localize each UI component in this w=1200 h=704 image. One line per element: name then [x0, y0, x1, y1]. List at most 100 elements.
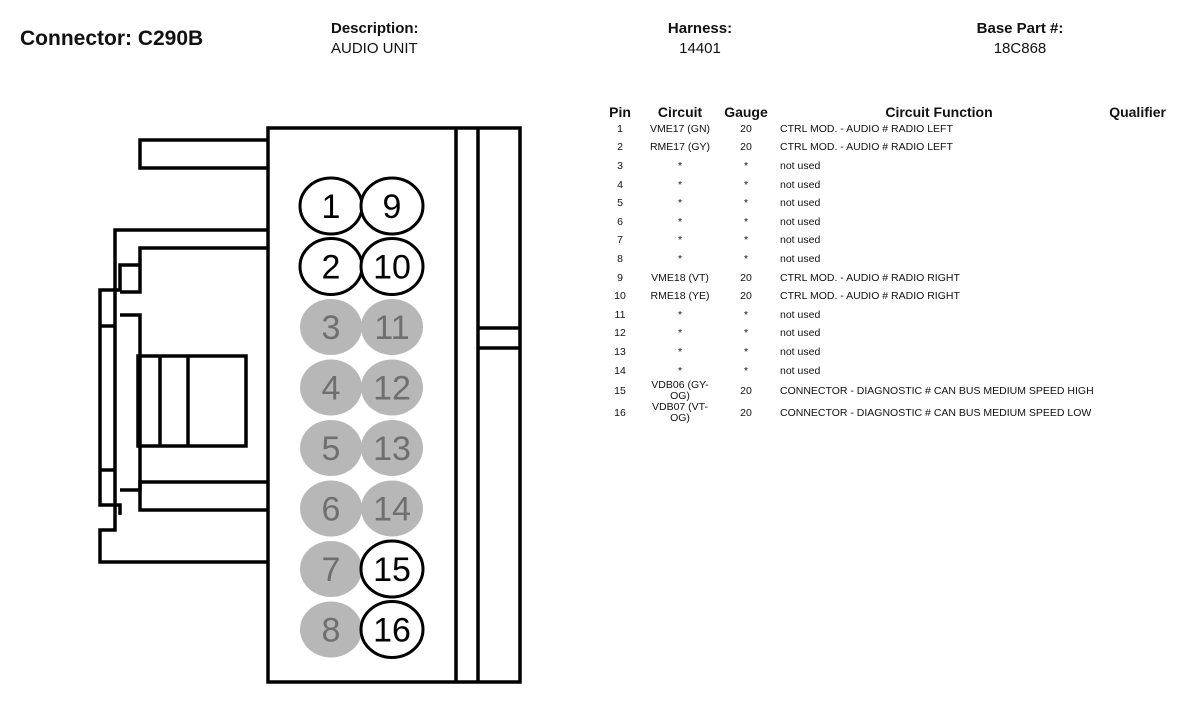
cell-gauge: * [743, 178, 749, 191]
pin-cavity-2: 2 [298, 237, 364, 296]
pin-number: 7 [322, 551, 341, 589]
cell-qualifier [1102, 194, 1170, 213]
cell-qualifier [1102, 287, 1170, 306]
harness-value: 14401 [679, 40, 721, 57]
pin-cavity-16: 16 [359, 600, 425, 659]
pin-number: 3 [322, 309, 341, 347]
pin-cavity-15: 15 [359, 539, 425, 599]
cell-circuit: * [677, 364, 683, 377]
cell-circuit: VME17 (GN) [649, 122, 711, 135]
cell-gauge: * [743, 159, 749, 172]
cell-qualifier [1102, 139, 1170, 158]
pin-circle [359, 539, 425, 599]
cell-pin: 5 [617, 197, 623, 210]
pin-cavity-6: 6 [300, 480, 362, 537]
pin-number: 1 [322, 188, 341, 226]
cell-pin: 8 [617, 252, 623, 265]
cell-pin: 13 [614, 345, 626, 358]
pin-circle [361, 480, 423, 537]
cell-function: not used [780, 252, 821, 265]
cell-function: not used [780, 327, 821, 340]
cell-pin: 11 [614, 308, 626, 321]
cell-qualifier [1102, 362, 1170, 381]
column-header-circuit: Circuit [657, 104, 703, 120]
cell-circuit: * [677, 345, 683, 358]
pin-cavity-14: 14 [361, 480, 423, 537]
pin-number: 10 [373, 249, 411, 287]
pin-circle [300, 601, 362, 658]
pin-number: 11 [374, 309, 409, 347]
cell-circuit: * [677, 197, 683, 210]
cell-function: CTRL MOD. - AUDIO # RADIO LEFT [780, 122, 953, 135]
cell-gauge: * [743, 252, 749, 265]
pin-assignment-table: Pin Circuit Gauge Circuit Function Quali… [600, 100, 1170, 424]
base-part-label: Base Part #: [976, 20, 1064, 37]
cell-pin: 2 [617, 141, 623, 154]
cell-circuit: * [677, 308, 683, 321]
cell-function: not used [780, 159, 821, 172]
cell-pin: 15 [614, 384, 626, 397]
cell-circuit: * [677, 327, 683, 340]
cell-qualifier [1102, 325, 1170, 344]
base-part-block: Base Part #: 18C868 [960, 20, 1080, 57]
pin-number: 12 [373, 370, 411, 408]
table-row: 12**not used [600, 325, 1170, 344]
table-header-row: Pin Circuit Gauge Circuit Function Quali… [600, 100, 1170, 120]
pin-number: 14 [373, 491, 411, 529]
pin-circle [300, 359, 362, 416]
table-row: 5**not used [600, 194, 1170, 213]
cell-circuit: RME17 (GY) [649, 141, 711, 154]
cell-pin: 14 [614, 364, 626, 377]
cell-function: CONNECTOR - DIAGNOSTIC # CAN BUS MEDIUM … [780, 406, 1092, 419]
pin-cavity-9: 9 [359, 176, 425, 236]
cell-qualifier [1102, 306, 1170, 325]
pin-circle [361, 359, 423, 416]
connector-title: Connector: C290B [20, 27, 204, 50]
cell-circuit: * [677, 234, 683, 247]
table-row: 11**not used [600, 306, 1170, 325]
cell-qualifier [1102, 343, 1170, 362]
column-header-function: Circuit Function [885, 104, 993, 120]
column-header-gauge: Gauge [724, 104, 768, 120]
cell-gauge: 20 [740, 271, 752, 284]
cell-gauge: 20 [740, 122, 752, 135]
pin-number: 4 [322, 370, 341, 408]
cell-function: CTRL MOD. - AUDIO # RADIO RIGHT [780, 290, 960, 303]
cell-function: not used [780, 197, 821, 210]
cell-circuit: * [677, 252, 683, 265]
cell-function: CONNECTOR - DIAGNOSTIC # CAN BUS MEDIUM … [780, 384, 1094, 397]
pin-cavity-5: 5 [300, 420, 362, 476]
description-block: Description: AUDIO UNIT [331, 20, 419, 57]
base-part-value: 18C868 [993, 40, 1047, 57]
pin-cavity-13: 13 [361, 420, 423, 476]
cell-qualifier [1102, 213, 1170, 232]
cell-qualifier [1102, 232, 1170, 251]
column-header-qualifier: Qualifier [1109, 104, 1166, 120]
table-row: 7**not used [600, 232, 1170, 251]
table-row: 6**not used [600, 213, 1170, 232]
cell-pin: 10 [614, 290, 626, 303]
cell-qualifier [1102, 269, 1170, 288]
pin-number: 8 [322, 612, 341, 650]
cell-function: not used [780, 215, 821, 228]
cell-circuit: VDB06 (GY-OG) [651, 379, 709, 403]
pin-cavity-11: 11 [361, 299, 423, 355]
cell-qualifier [1102, 176, 1170, 195]
cell-function: not used [780, 308, 821, 321]
pin-number: 16 [373, 612, 411, 650]
cell-pin: 9 [617, 271, 623, 284]
pin-circle [300, 541, 362, 597]
pin-circle [359, 176, 425, 236]
cell-gauge: * [743, 364, 749, 377]
pin-cavity-12: 12 [361, 359, 423, 416]
cell-pin: 16 [614, 406, 626, 419]
pin-cavity-10: 10 [359, 237, 425, 296]
cell-circuit: * [677, 178, 683, 191]
cell-gauge: 20 [740, 406, 752, 419]
cell-circuit: VME18 (VT) [651, 271, 709, 284]
cell-gauge: * [743, 215, 749, 228]
